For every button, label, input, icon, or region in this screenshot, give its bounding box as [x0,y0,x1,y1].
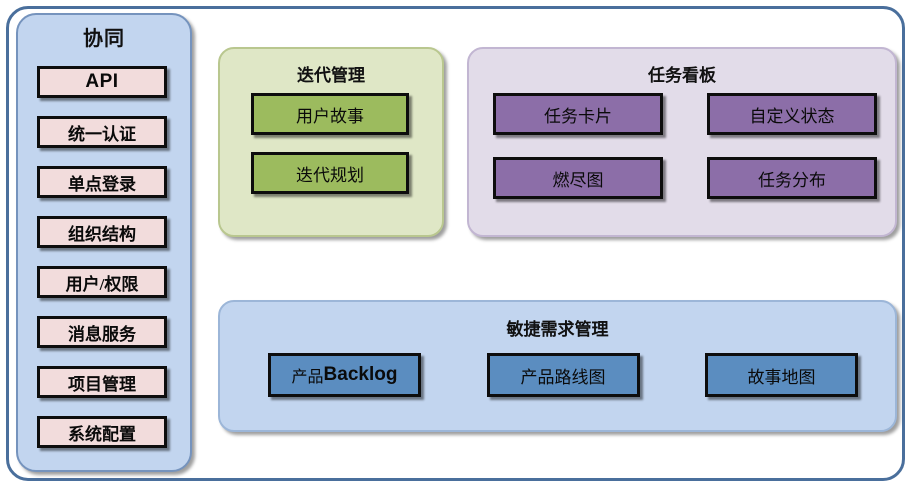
sidebar-item-system-config[interactable]: 系统配置 [37,416,167,448]
sidebar-item-message-service[interactable]: 消息服务 [37,316,167,348]
task-item-burndown-chart[interactable]: 燃尽图 [493,157,663,199]
agile-item-product-backlog-latin: Backlog [323,364,398,385]
iteration-item-user-story[interactable]: 用户故事 [251,93,409,135]
sidebar-item-org-structure[interactable]: 组织结构 [37,216,167,248]
panel-task-board-title: 任务看板 [648,66,716,85]
sidebar-item-project-management[interactable]: 项目管理 [37,366,167,398]
agile-item-product-roadmap[interactable]: 产品路线图 [486,353,640,397]
task-item-task-distribution[interactable]: 任务分布 [707,157,877,199]
collaboration-item-list: API 统一认证 单点登录 组织结构 用户/权限 消息服务 项目管理 系统配置 [37,66,176,466]
panel-collaboration-title: 协同 [83,28,125,50]
agile-item-story-map[interactable]: 故事地图 [705,353,858,397]
sidebar-item-api[interactable]: API [37,66,167,98]
panel-iteration-title: 迭代管理 [297,66,365,85]
sidebar-item-user-permission[interactable]: 用户/权限 [37,266,167,298]
panel-agile-title: 敏捷需求管理 [506,320,609,339]
iteration-item-iteration-planning[interactable]: 迭代规划 [251,152,409,194]
sidebar-item-single-sign-on[interactable]: 单点登录 [37,166,167,198]
sidebar-item-unified-auth[interactable]: 统一认证 [37,116,167,148]
task-board-item-grid: 任务卡片 自定义状态 燃尽图 任务分布 [493,93,879,199]
panel-iteration-management[interactable]: 迭代管理 用户故事 迭代规划 [218,47,444,237]
panel-task-board[interactable]: 任务看板 任务卡片 自定义状态 燃尽图 任务分布 [467,47,897,237]
task-item-custom-status[interactable]: 自定义状态 [707,93,877,135]
task-item-task-card[interactable]: 任务卡片 [493,93,663,135]
iteration-item-list: 用户故事 迭代规划 [251,93,409,211]
agile-item-product-backlog-cjk: 产品 [291,369,324,386]
panel-collaboration[interactable]: 协同 API 统一认证 单点登录 组织结构 用户/权限 消息服务 项目管理 系统… [16,13,192,472]
